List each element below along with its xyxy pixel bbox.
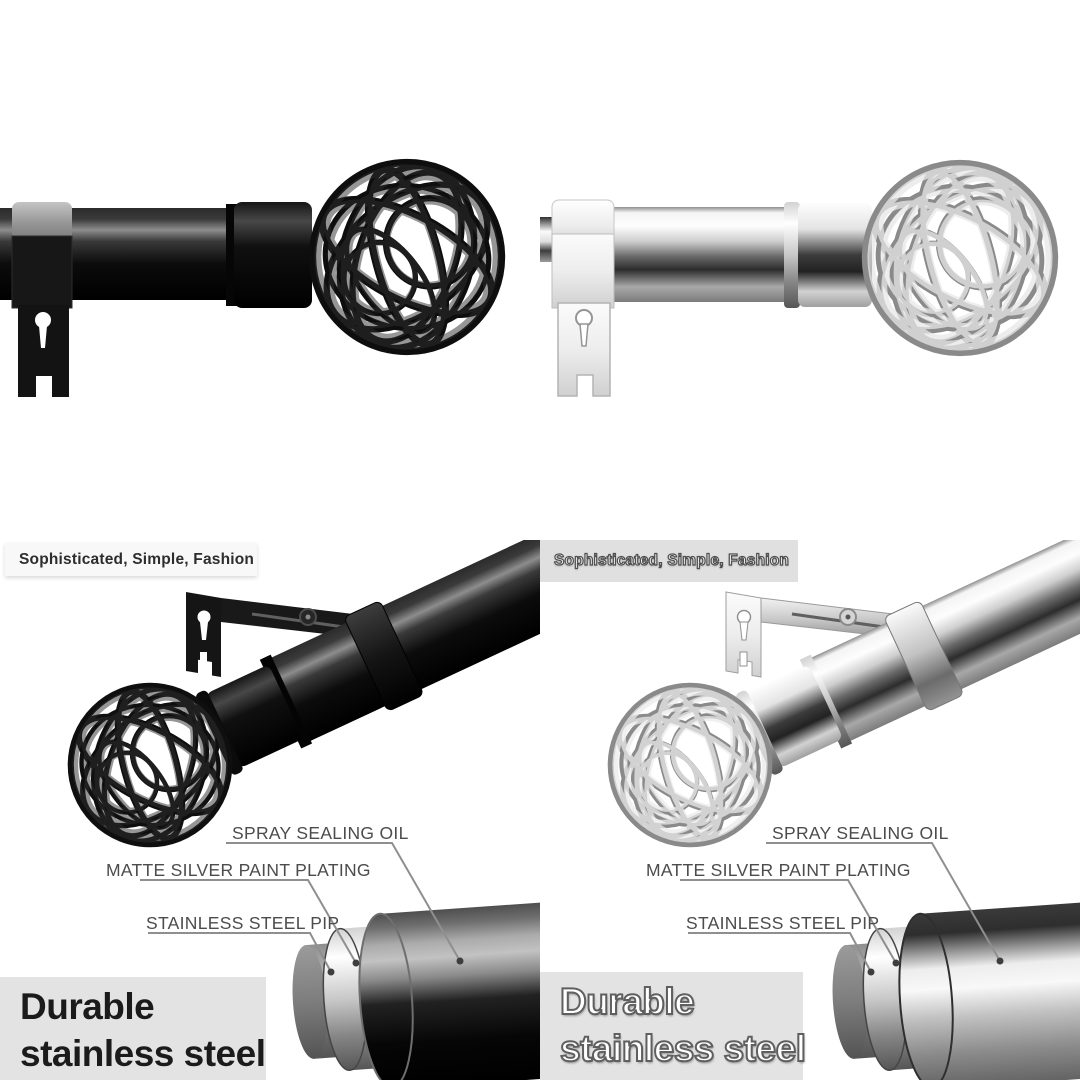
quadrant-silver-rod-closeup — [540, 0, 1080, 540]
callout-matte-silver-paint: MATTE SILVER PAINT PLATING — [646, 860, 911, 880]
keyhole-slot — [35, 312, 51, 328]
leader-lines — [680, 842, 1001, 973]
black-rod-diagram — [0, 540, 540, 1080]
leader-lines — [140, 842, 461, 973]
caption-line2: stainless steel — [20, 1033, 266, 1074]
tagline-badge: Sophisticated, Simple, Fashion — [5, 543, 257, 576]
callout-spray-sealing-oil: SPRAY SEALING OIL — [772, 823, 949, 843]
leader-dots — [327, 957, 464, 976]
caption-line2: stainless steel — [559, 1027, 807, 1070]
curtain-rod-black-diagonal — [196, 540, 540, 775]
black-rod-photo — [0, 0, 540, 397]
wall-bracket-silver — [551, 199, 615, 397]
cage-finial-black — [299, 151, 514, 363]
callout-stainless-steel-pipe: STAINLESS STEEL PIP — [686, 913, 880, 933]
callout-spray-sealing-oil: SPRAY SEALING OIL — [232, 823, 409, 843]
caption-panel: Durable stainless steel — [540, 972, 807, 1080]
curtain-rod-silver-diagonal — [736, 540, 1080, 775]
rod-cross-section-black — [292, 901, 540, 1080]
caption-panel: Durable stainless steel — [0, 977, 266, 1080]
cage-finial-silver — [852, 152, 1067, 364]
rod-cross-section-silver — [832, 901, 1080, 1080]
caption-line1: Durable — [559, 980, 696, 1023]
quadrant-black-rod-closeup — [0, 0, 540, 540]
silver-rod-diagram — [540, 540, 1080, 1080]
silver-rod-photo — [540, 0, 1080, 397]
quadrant-black-annotated: Sophisticated, Simple, Fashion SPRAY SEA… — [0, 540, 540, 1080]
leader-dots — [867, 957, 1004, 976]
caption-line1: Durable — [20, 986, 155, 1027]
quadrant-silver-annotated: Sophisticated, Simple, Fashion SPRAY SEA… — [540, 540, 1080, 1080]
callout-matte-silver-paint: MATTE SILVER PAINT PLATING — [106, 860, 371, 880]
tagline-badge: Sophisticated, Simple, Fashion — [540, 540, 798, 582]
wall-bracket-black — [11, 202, 73, 397]
callout-stainless-steel-pipe: STAINLESS STEEL PIP — [146, 913, 340, 933]
